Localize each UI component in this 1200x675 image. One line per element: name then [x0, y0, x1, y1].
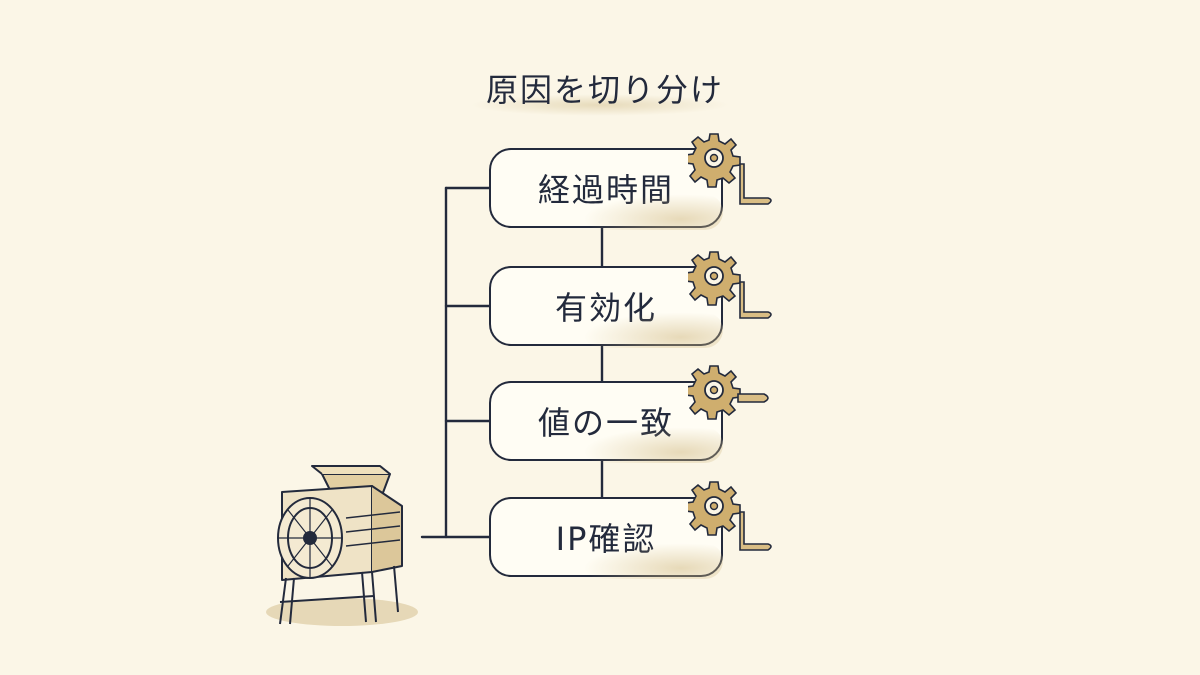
- gear-crank-icon: [688, 133, 772, 205]
- cause-box-4: IP確認: [489, 497, 723, 579]
- cause-box-2: 有効化: [489, 266, 723, 348]
- gear-crank-icon: [688, 251, 772, 319]
- cause-label-1: 経過時間: [537, 171, 674, 209]
- winnowing-machine-icon: [266, 465, 418, 626]
- cause-box-1: 経過時間: [489, 148, 723, 230]
- cause-label-3: 値の一致: [537, 404, 674, 442]
- cause-box-3: 値の一致: [489, 381, 723, 463]
- gear-crank-icon: [688, 365, 769, 420]
- diagram-title: 原因を切り分け: [485, 71, 724, 109]
- cause-label-2: 有効化: [554, 289, 657, 327]
- gear-crank-icon: [688, 481, 772, 551]
- title-highlight: [470, 94, 730, 116]
- cause-label-4: IP確認: [555, 520, 657, 558]
